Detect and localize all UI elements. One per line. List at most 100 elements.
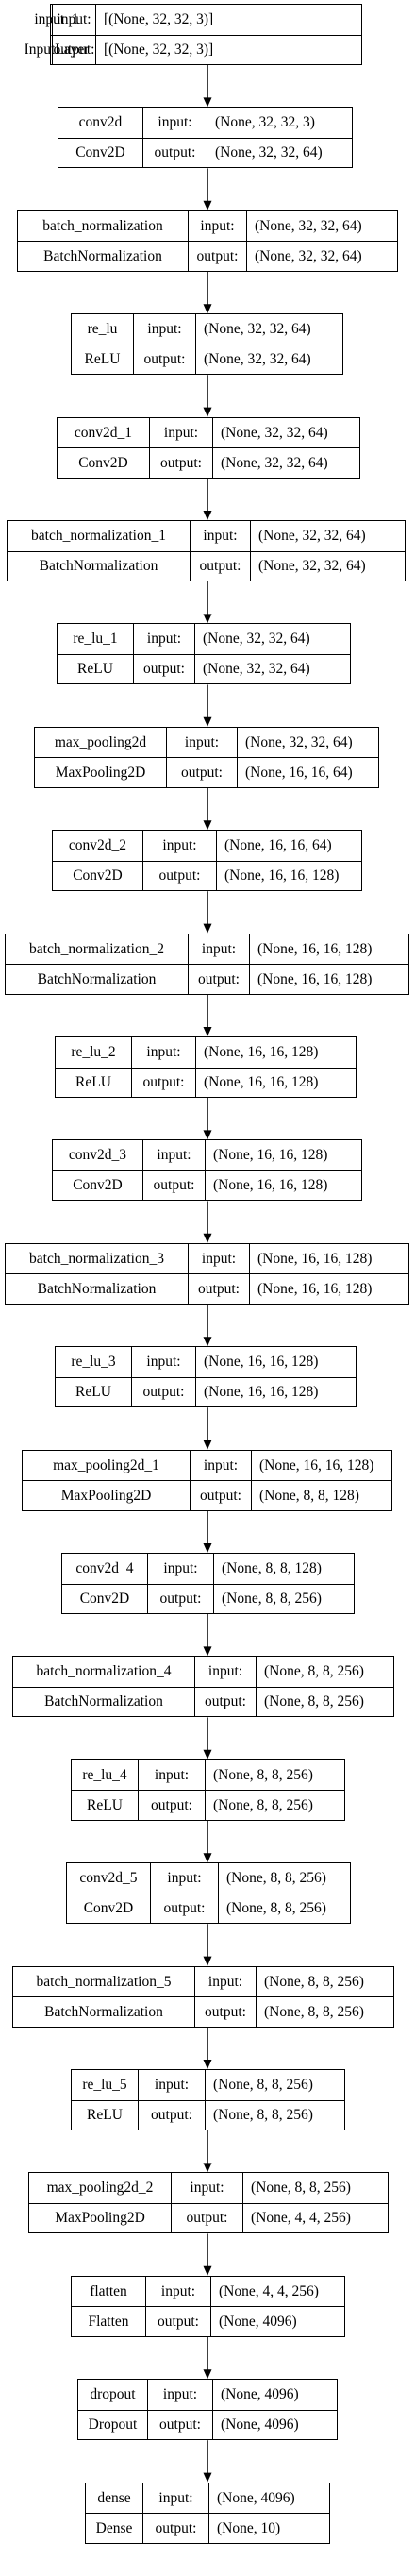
layer-name: max_pooling2d_1 xyxy=(53,1456,159,1473)
layer-name: re_lu_5 xyxy=(82,2077,127,2093)
input-label: input: xyxy=(142,2483,208,2514)
output-label: output: xyxy=(142,2513,208,2543)
input-shape: (None, 8, 8, 256) xyxy=(205,1759,344,1791)
edge-arrowhead xyxy=(203,1956,212,1966)
output-label: output: xyxy=(190,550,250,581)
output-shape: (None, 16, 16, 128) xyxy=(195,1376,356,1407)
input-shape: (None, 8, 8, 128) xyxy=(213,1554,354,1584)
output-shape: (None, 32, 32, 64) xyxy=(207,137,352,168)
edge-arrowhead xyxy=(203,1233,212,1243)
input-label: input: xyxy=(171,2173,242,2203)
input-shape: (None, 16, 16, 128) xyxy=(195,1037,356,1068)
layer-name: re_lu_2 xyxy=(71,1044,116,1060)
output-shape: (None, 8, 8, 256) xyxy=(213,1583,354,1613)
output-shape: (None, 16, 16, 128) xyxy=(249,1273,408,1304)
layer-type: Dropout xyxy=(78,2409,147,2440)
output-shape: (None, 16, 16, 128) xyxy=(216,860,361,891)
output-label: output: xyxy=(166,757,237,787)
input-shape: (None, 16, 16, 128) xyxy=(205,1140,361,1170)
layer-name: conv2d_4 xyxy=(75,1560,134,1576)
output-shape: (None, 4, 4, 256) xyxy=(242,2202,388,2233)
input-shape: (None, 16, 16, 128) xyxy=(249,934,408,965)
layer-name: re_lu_1 xyxy=(73,631,118,648)
output-shape: (None, 16, 16, 128) xyxy=(195,1067,356,1097)
layer-type: BatchNormalization xyxy=(6,964,188,994)
output-shape: (None, 16, 16, 128) xyxy=(249,964,408,994)
input-shape: (None, 32, 32, 64) xyxy=(212,417,359,448)
edge-arrowhead xyxy=(203,2472,212,2483)
layer-name: batch_normalization_3 xyxy=(29,1250,164,1267)
layer-type: ReLU xyxy=(56,1067,131,1098)
output-shape: (None, 4096) xyxy=(212,2409,337,2440)
input-label: input: xyxy=(142,1140,205,1170)
layer-name: batch_normalization_5 xyxy=(36,1973,172,1990)
input-label: input: xyxy=(194,1657,256,1687)
output-shape: (None, 32, 32, 64) xyxy=(194,653,350,684)
input-label: input: xyxy=(166,727,237,758)
output-shape: (None, 32, 32, 64) xyxy=(195,344,342,375)
layer-node-max_pooling2d_1: max_pooling2d_1 input:(None, 16, 16, 128)… xyxy=(22,1449,392,1511)
output-label: output: xyxy=(150,1893,218,1924)
layer-name: conv2d_3 xyxy=(68,1147,127,1164)
edge-arrowhead xyxy=(203,2265,212,2276)
layer-type: BatchNormalization xyxy=(13,1686,194,1717)
output-label: output: xyxy=(142,137,207,168)
edge-arrowhead xyxy=(203,1337,212,1347)
input-label: input: xyxy=(150,1863,218,1894)
input-label: input: xyxy=(52,5,95,35)
input-shape: (None, 8, 8, 256) xyxy=(256,1966,393,1997)
input-label: input: xyxy=(147,1554,213,1584)
output-shape: (None, 8, 8, 256) xyxy=(205,2099,344,2130)
input-shape: (None, 16, 16, 128) xyxy=(251,1450,391,1481)
layer-name: re_lu_3 xyxy=(71,1354,116,1371)
layer-type: BatchNormalization xyxy=(6,1273,188,1304)
output-shape: (None, 16, 16, 64) xyxy=(237,757,378,787)
edge-arrowhead xyxy=(203,97,212,108)
input-label: input: xyxy=(142,108,207,138)
layer-type: ReLU xyxy=(72,344,133,375)
output-label: output: xyxy=(188,964,249,994)
input-label: input: xyxy=(190,1450,251,1481)
output-label: output: xyxy=(133,344,195,375)
output-label: output: xyxy=(142,1170,205,1201)
input-shape: (None, 32, 32, 3) xyxy=(207,108,352,138)
edge-arrowhead xyxy=(203,716,212,727)
layer-name: batch_normalization_1 xyxy=(31,528,166,544)
layer-type: Dense xyxy=(86,2513,142,2543)
input-label: input: xyxy=(188,1243,249,1274)
input-label: input: xyxy=(138,2070,205,2100)
output-label: output: xyxy=(138,1790,205,1820)
input-shape: (None, 8, 8, 256) xyxy=(218,1863,350,1894)
output-label: output: xyxy=(133,653,194,684)
layer-type: MaxPooling2D xyxy=(23,1480,190,1510)
layer-type: Conv2D xyxy=(58,447,149,478)
output-shape: [(None, 32, 32, 3)] xyxy=(95,34,361,64)
output-label: output: xyxy=(188,241,246,271)
layer-type: MaxPooling2D xyxy=(29,2202,171,2233)
input-shape: (None, 4096) xyxy=(208,2483,329,2514)
edge-arrowhead xyxy=(203,820,212,831)
output-shape: (None, 8, 8, 128) xyxy=(251,1480,391,1510)
input-label: input: xyxy=(190,521,250,551)
input-shape: (None, 8, 8, 256) xyxy=(205,2070,344,2100)
edge-arrowhead xyxy=(203,200,212,210)
edge-arrowhead xyxy=(203,304,212,314)
layer-node-batch_normalization_3: batch_normalization_3 input:(None, 16, 16… xyxy=(5,1242,409,1305)
output-label: output: xyxy=(145,2306,210,2336)
input-label: input: xyxy=(133,624,194,654)
